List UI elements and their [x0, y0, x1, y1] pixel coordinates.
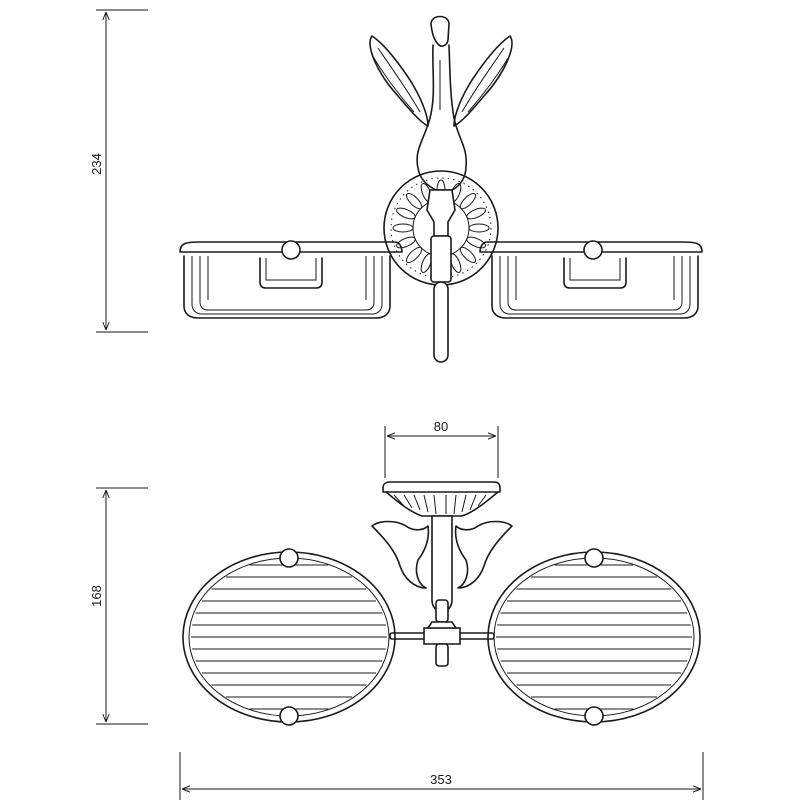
rosette-petal: [396, 236, 416, 249]
post: [426, 189, 456, 363]
left-basket-side: [179, 240, 403, 319]
rosette-petal: [466, 236, 486, 249]
dimension-height-top: 234: [89, 9, 148, 333]
rosette-petal: [459, 246, 477, 264]
right-basket-top: [487, 548, 701, 726]
rosette-petal: [392, 223, 414, 233]
dimension-width-total: 353: [179, 752, 704, 800]
cross-bar: [389, 621, 495, 667]
dimension-height-bottom: 168: [89, 487, 148, 725]
top-view: 80 168 353: [89, 419, 704, 800]
rosette-petal: [405, 192, 423, 210]
rosette-petal: [466, 207, 486, 220]
front-view: 234: [89, 9, 703, 363]
wall-plate-top: [382, 481, 501, 517]
dimension-width-plate: 80: [384, 419, 499, 478]
dimension-label-80: 80: [434, 419, 448, 434]
dimension-label-234: 234: [89, 153, 104, 175]
rosette-petal: [459, 192, 477, 210]
left-basket-top: [182, 548, 396, 726]
right-basket-side: [479, 240, 703, 319]
rosette-petal: [468, 223, 490, 233]
swan-top: [371, 515, 513, 623]
rosette-petal: [405, 246, 423, 264]
rosette-petal: [396, 207, 416, 220]
dimension-label-168: 168: [89, 585, 104, 607]
dimension-label-353: 353: [430, 772, 452, 787]
swan-figure: [369, 15, 513, 191]
